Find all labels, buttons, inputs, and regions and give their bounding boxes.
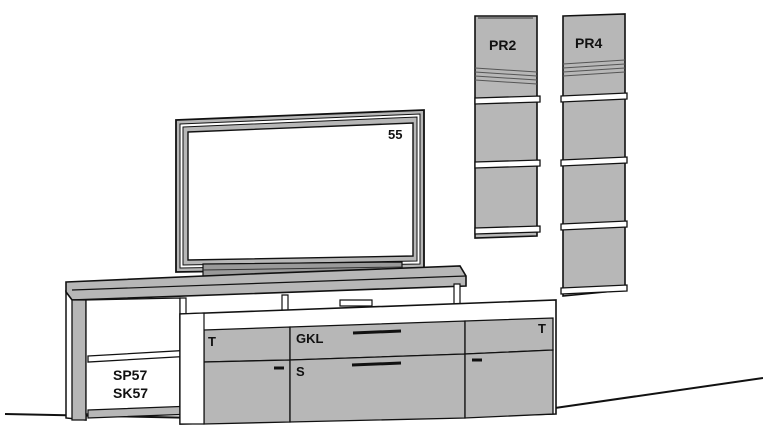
label-shelf-pr4: PR4	[575, 35, 602, 51]
wall-shelf-pr2	[474, 15, 541, 239]
side-panel	[65, 289, 87, 421]
label-flap-left: T	[208, 334, 216, 349]
wall-shelf-pr4	[560, 13, 628, 297]
label-drawer-s: S	[296, 364, 305, 379]
sideboard-body	[179, 299, 557, 425]
label-drawer-gkl: GKL	[296, 331, 324, 346]
label-side-module-sk: SK57	[113, 385, 148, 401]
label-tv-size: 55	[388, 127, 402, 142]
television	[175, 109, 425, 281]
label-flap-right: T	[538, 321, 546, 336]
label-shelf-pr2: PR2	[489, 37, 516, 53]
label-side-module-sp: SP57	[113, 367, 147, 383]
